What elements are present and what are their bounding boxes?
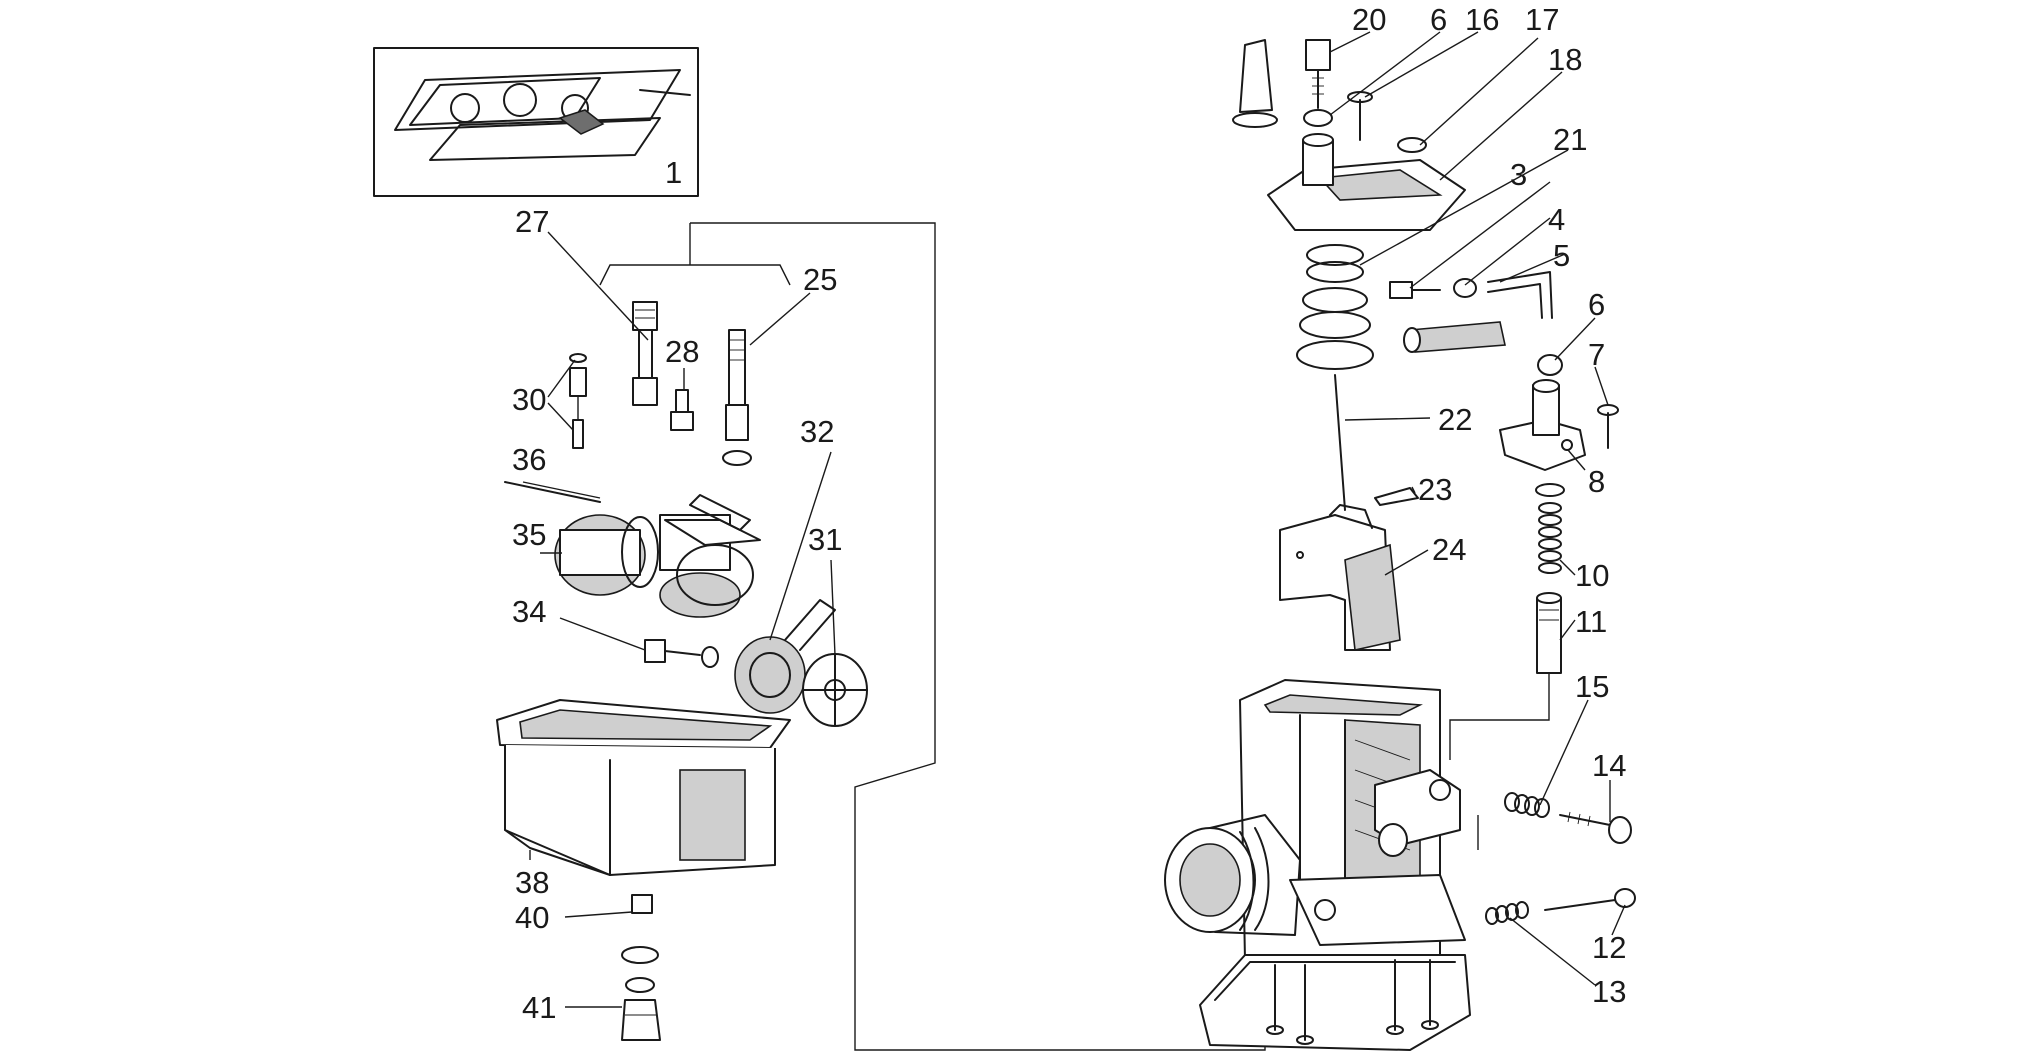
callout-21: 21 [1553, 122, 1587, 157]
spring-13-screw-12 [1485, 888, 1636, 925]
screw-34 [644, 639, 719, 668]
gasket-kit-box [373, 47, 699, 197]
callout-6-right: 6 [1588, 287, 1605, 322]
callout-41: 41 [522, 990, 556, 1025]
callout-4: 4 [1548, 202, 1565, 237]
spring-10 [1535, 483, 1565, 574]
callout-10: 10 [1575, 558, 1609, 593]
carburetor-body [1164, 679, 1471, 1051]
screw-7 [1597, 404, 1619, 449]
callout-30: 30 [512, 382, 546, 417]
callout-1: 1 [665, 155, 682, 190]
callout-40: 40 [515, 900, 549, 935]
nut-6-top [1303, 109, 1333, 127]
callout-6-top: 6 [1430, 2, 1447, 37]
callout-23: 23 [1418, 472, 1452, 507]
spring-21 [1296, 244, 1374, 370]
needle-jet-25 [722, 329, 752, 466]
callout-22: 22 [1438, 402, 1472, 437]
callout-32: 32 [800, 414, 834, 449]
callout-28: 28 [665, 334, 699, 369]
callout-24: 24 [1432, 532, 1466, 567]
plunger-11 [1536, 592, 1562, 674]
top-cover-18 [1267, 133, 1466, 231]
group-bracket [599, 222, 1266, 1051]
callout-5: 5 [1553, 238, 1570, 273]
screw-30 [569, 353, 587, 449]
callout-8: 8 [1588, 464, 1605, 499]
callout-35: 35 [512, 517, 546, 552]
callout-16: 16 [1465, 2, 1499, 37]
float-pin-36 [504, 481, 601, 503]
callout-38: 38 [515, 865, 549, 900]
rubber-cap [1232, 39, 1278, 128]
spring-15-screw-14 [1504, 792, 1632, 844]
callout-11: 11 [1575, 604, 1607, 639]
nut-6-right [1537, 354, 1563, 376]
callout-13: 13 [1592, 974, 1626, 1009]
idle-tube [1403, 321, 1506, 353]
leader-lines [522, 31, 1626, 1008]
callout-36: 36 [512, 442, 546, 477]
float-bowl-38 [496, 699, 791, 876]
callout-17: 17 [1525, 2, 1559, 37]
adjuster-20 [1305, 39, 1331, 109]
callout-15: 15 [1575, 669, 1609, 704]
screw-3-nut-4-tube-5 [1389, 271, 1553, 319]
callout-34: 34 [512, 594, 546, 629]
slide-24 [1279, 504, 1401, 651]
callout-20: 20 [1352, 2, 1386, 37]
clip-23 [1374, 487, 1419, 506]
callout-14: 14 [1592, 748, 1626, 783]
idle-jet-28 [670, 389, 694, 431]
discs-31-32 [734, 599, 868, 727]
drain-parts-40-41 [621, 894, 661, 1041]
floats-35 [554, 494, 761, 618]
plunger-lead [1449, 673, 1550, 760]
washer-17 [1397, 137, 1427, 153]
callout-labels: 1 3 4 5 6 6 7 8 10 11 12 13 14 15 16 17 … [512, 2, 1626, 1025]
callout-25: 25 [803, 262, 837, 297]
main-jet-27 [632, 301, 658, 406]
callout-31: 31 [808, 522, 842, 557]
callout-12: 12 [1592, 930, 1626, 965]
callout-3: 3 [1510, 157, 1527, 192]
callout-27: 27 [515, 204, 549, 239]
needle-22 [1334, 374, 1346, 511]
callout-7: 7 [1588, 337, 1605, 372]
callout-18: 18 [1548, 42, 1582, 77]
bracket-8 [1499, 379, 1586, 471]
